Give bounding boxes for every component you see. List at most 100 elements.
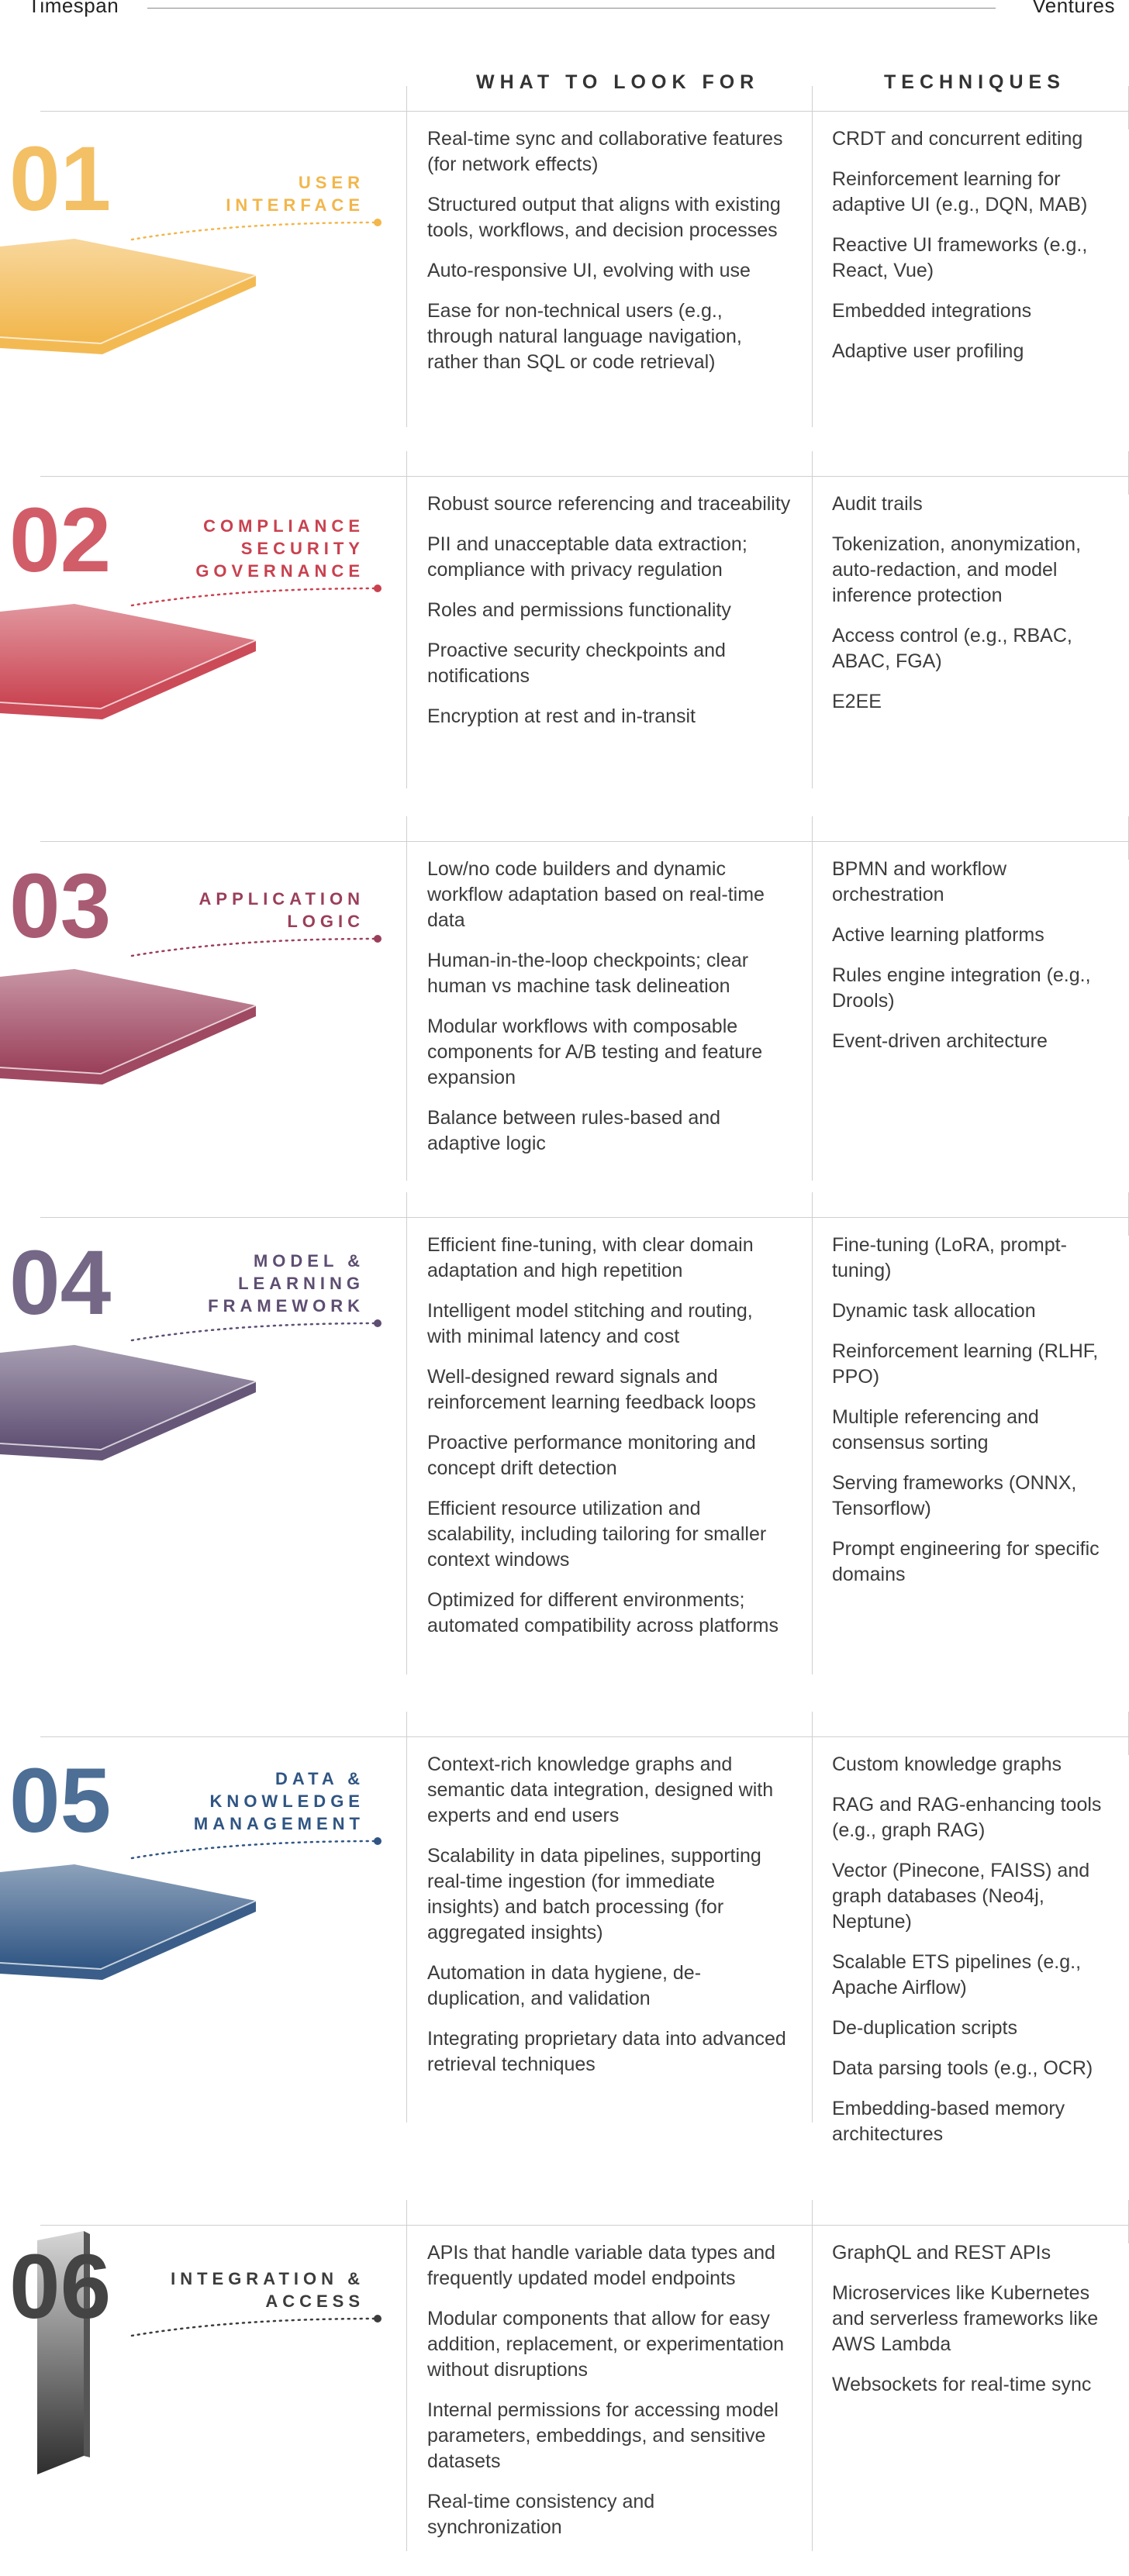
- what-item: Modular components that allow for easy a…: [427, 2308, 784, 2381]
- technique-item: Reactive UI frameworks (e.g., React, Vue…: [832, 234, 1088, 281]
- what-item: Proactive performance monitoring and con…: [427, 1432, 756, 1479]
- leader-dot: [374, 935, 382, 943]
- technique-item: Reinforcement learning for adaptive UI (…: [832, 168, 1088, 216]
- what-to-look-for-list: Real-time sync and collaborative feature…: [427, 126, 792, 390]
- section-label-line: KNOWLEDGE: [209, 1791, 364, 1811]
- what-to-look-for-list: Context-rich knowledge graphs and semant…: [427, 1752, 792, 2092]
- what-item: APIs that handle variable data types and…: [427, 2242, 775, 2289]
- what-item: Optimized for different environments; au…: [427, 1589, 779, 1636]
- pillar: [37, 2231, 84, 2474]
- what-item: Well-designed reward signals and reinfor…: [427, 1366, 756, 1413]
- what-item: Internal permissions for accessing model…: [427, 2399, 779, 2472]
- technique-item: Vector (Pinecone, FAISS) and graph datab…: [832, 1860, 1090, 1933]
- platform-top: [0, 1864, 256, 1969]
- technique-item: Serving frameworks (ONNX, Tensorflow): [832, 1472, 1077, 1519]
- what-item: Automation in data hygiene, de-duplicati…: [427, 1962, 702, 2009]
- what-item: Integrating proprietary data into advanc…: [427, 2028, 786, 2075]
- platform-top: [0, 969, 256, 1074]
- column-divider: [406, 816, 407, 1181]
- platform-top: [0, 604, 256, 709]
- section-label-line: COMPLIANCE: [203, 516, 364, 536]
- section-number: 01: [9, 128, 111, 230]
- section-label-line: ACCESS: [265, 2292, 364, 2311]
- what-item: Ease for non-technical users (e.g., thro…: [427, 300, 742, 373]
- what-item: Scalability in data pipelines, supportin…: [427, 1845, 761, 1943]
- section-label-line: DATA &: [274, 1769, 364, 1788]
- section-02-graphic: 02: [0, 489, 382, 719]
- column-divider: [406, 451, 407, 788]
- what-item: PII and unacceptable data extraction; co…: [427, 533, 747, 581]
- platform-edge: [0, 1005, 256, 1085]
- column-divider: [812, 816, 813, 1181]
- what-item: Human-in-the-loop checkpoints; clear hum…: [427, 950, 749, 997]
- section-03-graphic: 03: [0, 855, 382, 1085]
- what-item: Context-rich knowledge graphs and semant…: [427, 1754, 774, 1826]
- technique-item: Microservices like Kubernetes and server…: [832, 2282, 1099, 2355]
- platform-edge: [0, 275, 256, 354]
- technique-item: GraphQL and REST APIs: [832, 2242, 1051, 2264]
- section-label-line: USER: [298, 173, 364, 192]
- section-number: 03: [9, 855, 111, 957]
- what-item: Efficient resource utilization and scala…: [427, 1498, 767, 1571]
- leader-dot: [374, 2315, 382, 2323]
- section-number: 04: [9, 1232, 111, 1334]
- section-label-line: APPLICATION: [199, 889, 364, 909]
- technique-item: Websockets for real-time sync: [832, 2374, 1092, 2395]
- technique-item: Scalable ETS pipelines (e.g., Apache Air…: [832, 1951, 1082, 1998]
- leader-dot: [374, 585, 382, 592]
- technique-item: Fine-tuning (LoRA, prompt-tuning): [832, 1234, 1067, 1281]
- techniques-list: Fine-tuning (LoRA, prompt-tuning) Dynamic…: [832, 1233, 1119, 1602]
- section-number: 06: [9, 2236, 111, 2338]
- section-divider: [40, 2225, 1129, 2226]
- what-item: Intelligent model stitching and routing,…: [427, 1300, 753, 1347]
- what-item: Modular workflows with composable compon…: [427, 1016, 763, 1088]
- what-item: Auto-responsive UI, evolving with use: [427, 260, 751, 281]
- section-number: 05: [9, 1750, 111, 1852]
- technique-item: Embedding-based memory architectures: [832, 2098, 1065, 2145]
- technique-item: Adaptive user profiling: [832, 340, 1024, 362]
- technique-item: RAG and RAG-enhancing tools (e.g., graph…: [832, 1794, 1102, 1841]
- technique-item: Multiple referencing and consensus sorti…: [832, 1406, 1039, 1454]
- header-rule: [147, 8, 996, 9]
- technique-item: Data parsing tools (e.g., OCR): [832, 2057, 1093, 2079]
- what-item: Efficient fine-tuning, with clear domain…: [427, 1234, 754, 1281]
- platform-edge: [0, 1901, 256, 1980]
- brand-right: Ventures: [1032, 0, 1115, 17]
- column-divider: [406, 86, 407, 427]
- section-divider: [40, 1736, 1129, 1737]
- what-item: Low/no code builders and dynamic workflo…: [427, 858, 765, 931]
- column-divider: [812, 1712, 813, 2123]
- section-label-line: MODEL &: [253, 1251, 364, 1271]
- what-to-look-for-list: Efficient fine-tuning, with clear domain…: [427, 1233, 792, 1654]
- technique-item: Dynamic task allocation: [832, 1300, 1036, 1322]
- what-item: Robust source referencing and traceabili…: [427, 493, 791, 515]
- section-label-line: GOVERNANCE: [195, 561, 364, 581]
- section-label-line: SECURITY: [240, 539, 364, 558]
- dotted-leader: [130, 2317, 378, 2337]
- what-item: Proactive security checkpoints and notif…: [427, 640, 726, 687]
- what-to-look-for-list: Low/no code builders and dynamic workflo…: [427, 857, 792, 1171]
- what-item: Encryption at rest and in-transit: [427, 705, 696, 727]
- dotted-leader: [130, 221, 378, 241]
- column-heading-techniques: TECHNIQUES: [884, 71, 1065, 93]
- technique-item: BPMN and workflow orchestration: [832, 858, 1007, 905]
- what-item: Roles and permissions functionality: [427, 599, 731, 621]
- section-label: INTEGRATION & ACCESS: [171, 2267, 364, 2312]
- brand-left: Timespan: [28, 0, 119, 17]
- what-to-look-for-list: APIs that handle variable data types and…: [427, 2240, 792, 2555]
- section-label: COMPLIANCE SECURITY GOVERNANCE: [195, 515, 364, 582]
- technique-item: E2EE: [832, 691, 882, 712]
- column-divider: [812, 451, 813, 788]
- column-divider: [812, 86, 813, 427]
- leader-dot: [374, 1837, 382, 1845]
- section-number: 02: [9, 489, 111, 591]
- section-divider: [40, 841, 1129, 842]
- leader-dot: [374, 219, 382, 226]
- section-label-line: INTEGRATION &: [171, 2269, 364, 2288]
- dotted-leader: [130, 937, 378, 957]
